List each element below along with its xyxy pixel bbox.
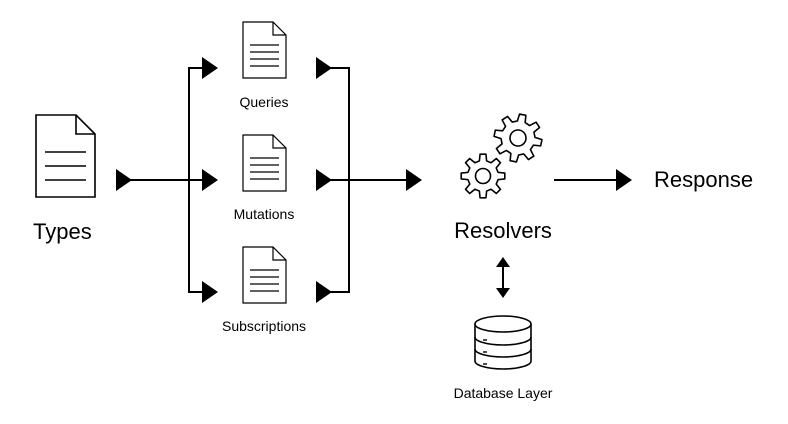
subscriptions-document-icon [242, 246, 287, 304]
small-gear-outline [460, 153, 506, 199]
response-arrowhead [616, 169, 632, 191]
queries-label: Queries [239, 94, 289, 110]
types-document-icon [35, 114, 96, 198]
database-icon [474, 315, 532, 370]
subscriptions-in-arrowhead [202, 281, 218, 303]
subscriptions-label: Subscriptions [221, 318, 307, 334]
resolvers-label: Resolvers [454, 218, 552, 243]
small-gear-hole [474, 167, 492, 185]
queries-document-icon [242, 21, 287, 79]
mutations-in-arrowhead [202, 169, 218, 191]
gears-icon [460, 113, 543, 199]
up-arrowhead [496, 257, 510, 267]
large-gear-outline [493, 113, 543, 163]
response-label: Response [654, 167, 754, 192]
database-label: Database Layer [453, 385, 553, 401]
mutations-label: Mutations [233, 206, 295, 222]
split-bracket [188, 67, 203, 293]
queries-in-arrowhead [202, 57, 218, 79]
mutations-out-arrowhead [316, 169, 332, 191]
queries-out-arrowhead [316, 57, 332, 79]
resolvers-in-arrowhead [406, 169, 422, 191]
types-label: Types [33, 219, 92, 244]
down-arrowhead [496, 288, 510, 298]
connectors [130, 67, 620, 293]
mutations-document-icon [242, 134, 287, 192]
types-arrowhead [116, 169, 132, 191]
subscriptions-out-arrowhead [316, 281, 332, 303]
arrowheads [116, 57, 632, 303]
large-gear-hole [509, 129, 527, 147]
